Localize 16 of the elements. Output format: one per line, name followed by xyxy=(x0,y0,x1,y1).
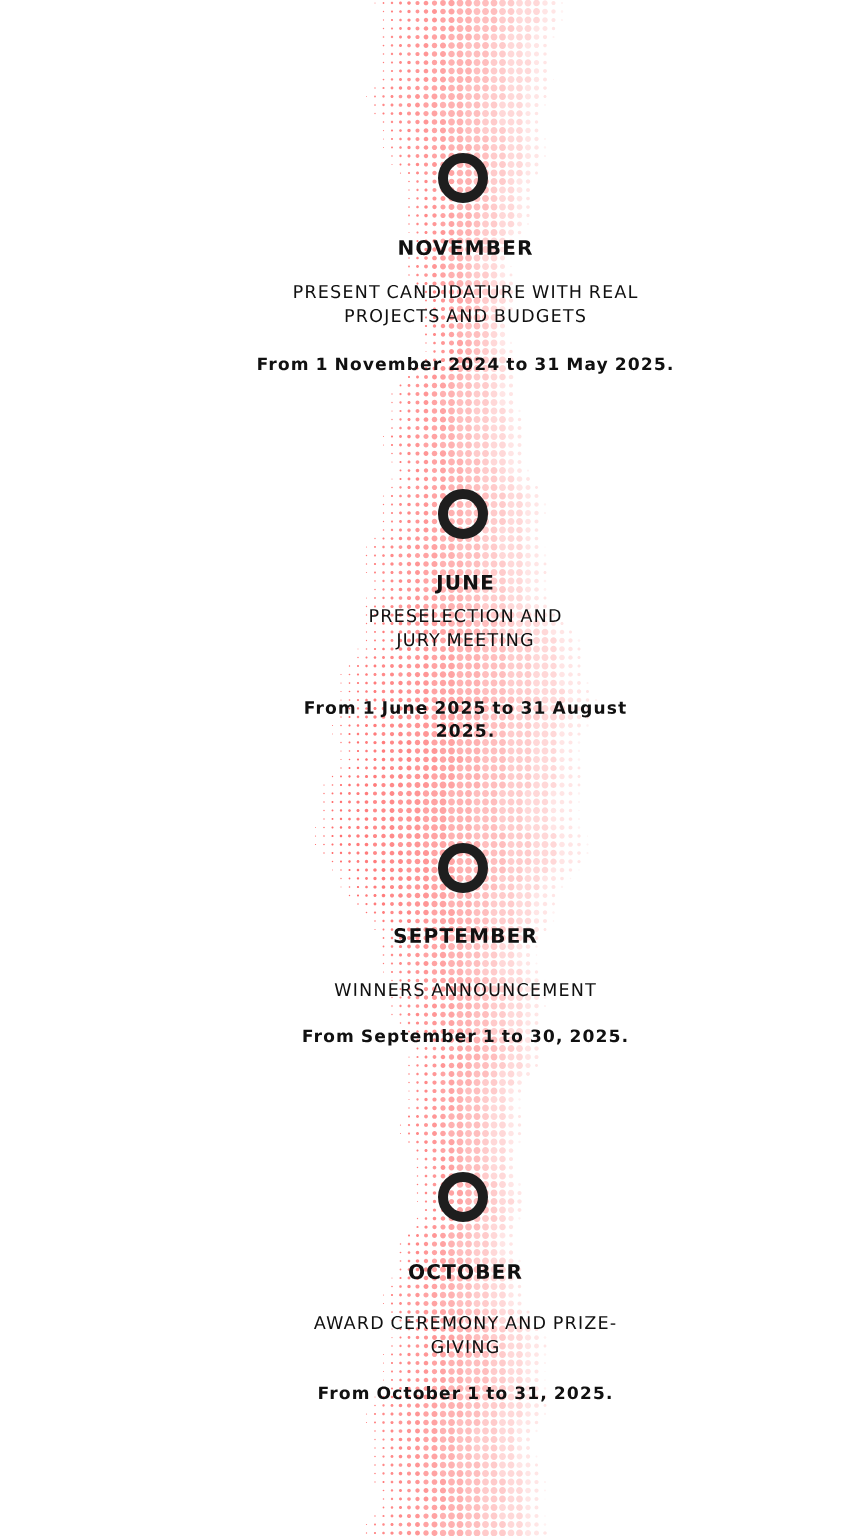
ring-marker xyxy=(438,489,488,539)
description-text: AWARD CEREMONY AND PRIZE-GIVING xyxy=(314,1315,616,1354)
month-heading: NOVEMBER xyxy=(399,240,533,256)
date-range: From October 1 to 31, 2025. xyxy=(319,1386,611,1402)
date-range: From 1 June 2025 to 31 August 2025. xyxy=(305,701,626,737)
ring-marker xyxy=(438,153,488,203)
description-text: WINNERS ANNOUNCEMENT xyxy=(334,982,596,997)
description-text: PRESELECTION AND JURY MEETING xyxy=(370,608,561,650)
month-heading: SEPTEMBER xyxy=(394,928,537,944)
month-heading: JUNE xyxy=(435,575,493,594)
date-range: From 1 November 2024 to 31 May 2025. xyxy=(258,357,672,374)
ring-marker xyxy=(438,1172,488,1222)
date-range: From September 1 to 30, 2025. xyxy=(303,1029,627,1046)
month-heading: OCTOBER xyxy=(409,1264,522,1280)
ring-marker xyxy=(438,843,488,893)
description-text: PRESENT CANDIDATURE WITH REAL PROJECTS AND BUDGETS xyxy=(294,284,638,326)
